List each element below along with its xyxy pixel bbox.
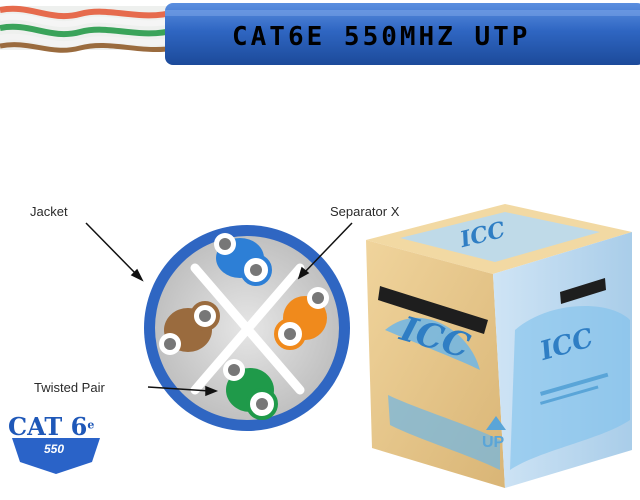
badge-superscript: e bbox=[87, 418, 95, 432]
callout-arrows bbox=[85, 222, 353, 397]
cat6e-badge-ribbon bbox=[12, 438, 100, 462]
exposed-wires bbox=[0, 5, 176, 53]
pair-blue bbox=[214, 233, 272, 286]
separator-label: Separator X bbox=[330, 204, 400, 219]
separator-x bbox=[190, 263, 305, 395]
pair-orange bbox=[274, 287, 329, 350]
pair-green bbox=[223, 359, 278, 420]
badge-sub-text: 550 bbox=[44, 442, 65, 456]
jacket-label: Jacket bbox=[30, 204, 68, 219]
cable-box bbox=[366, 204, 632, 488]
cable-cross-section bbox=[144, 225, 350, 431]
jacket-print-text: CAT6E 550MHZ UTP bbox=[232, 22, 530, 52]
cable-jacket bbox=[165, 3, 640, 65]
pair-brown bbox=[159, 301, 220, 355]
cable-illustration: CAT6E 550MHZ UTP bbox=[0, 3, 640, 65]
twisted-pair-label: Twisted Pair bbox=[34, 380, 105, 395]
cat6e-badge: CAT 6e bbox=[8, 412, 94, 441]
box-up-marking: UP bbox=[482, 434, 505, 451]
badge-main-text: CAT 6 bbox=[8, 412, 88, 441]
